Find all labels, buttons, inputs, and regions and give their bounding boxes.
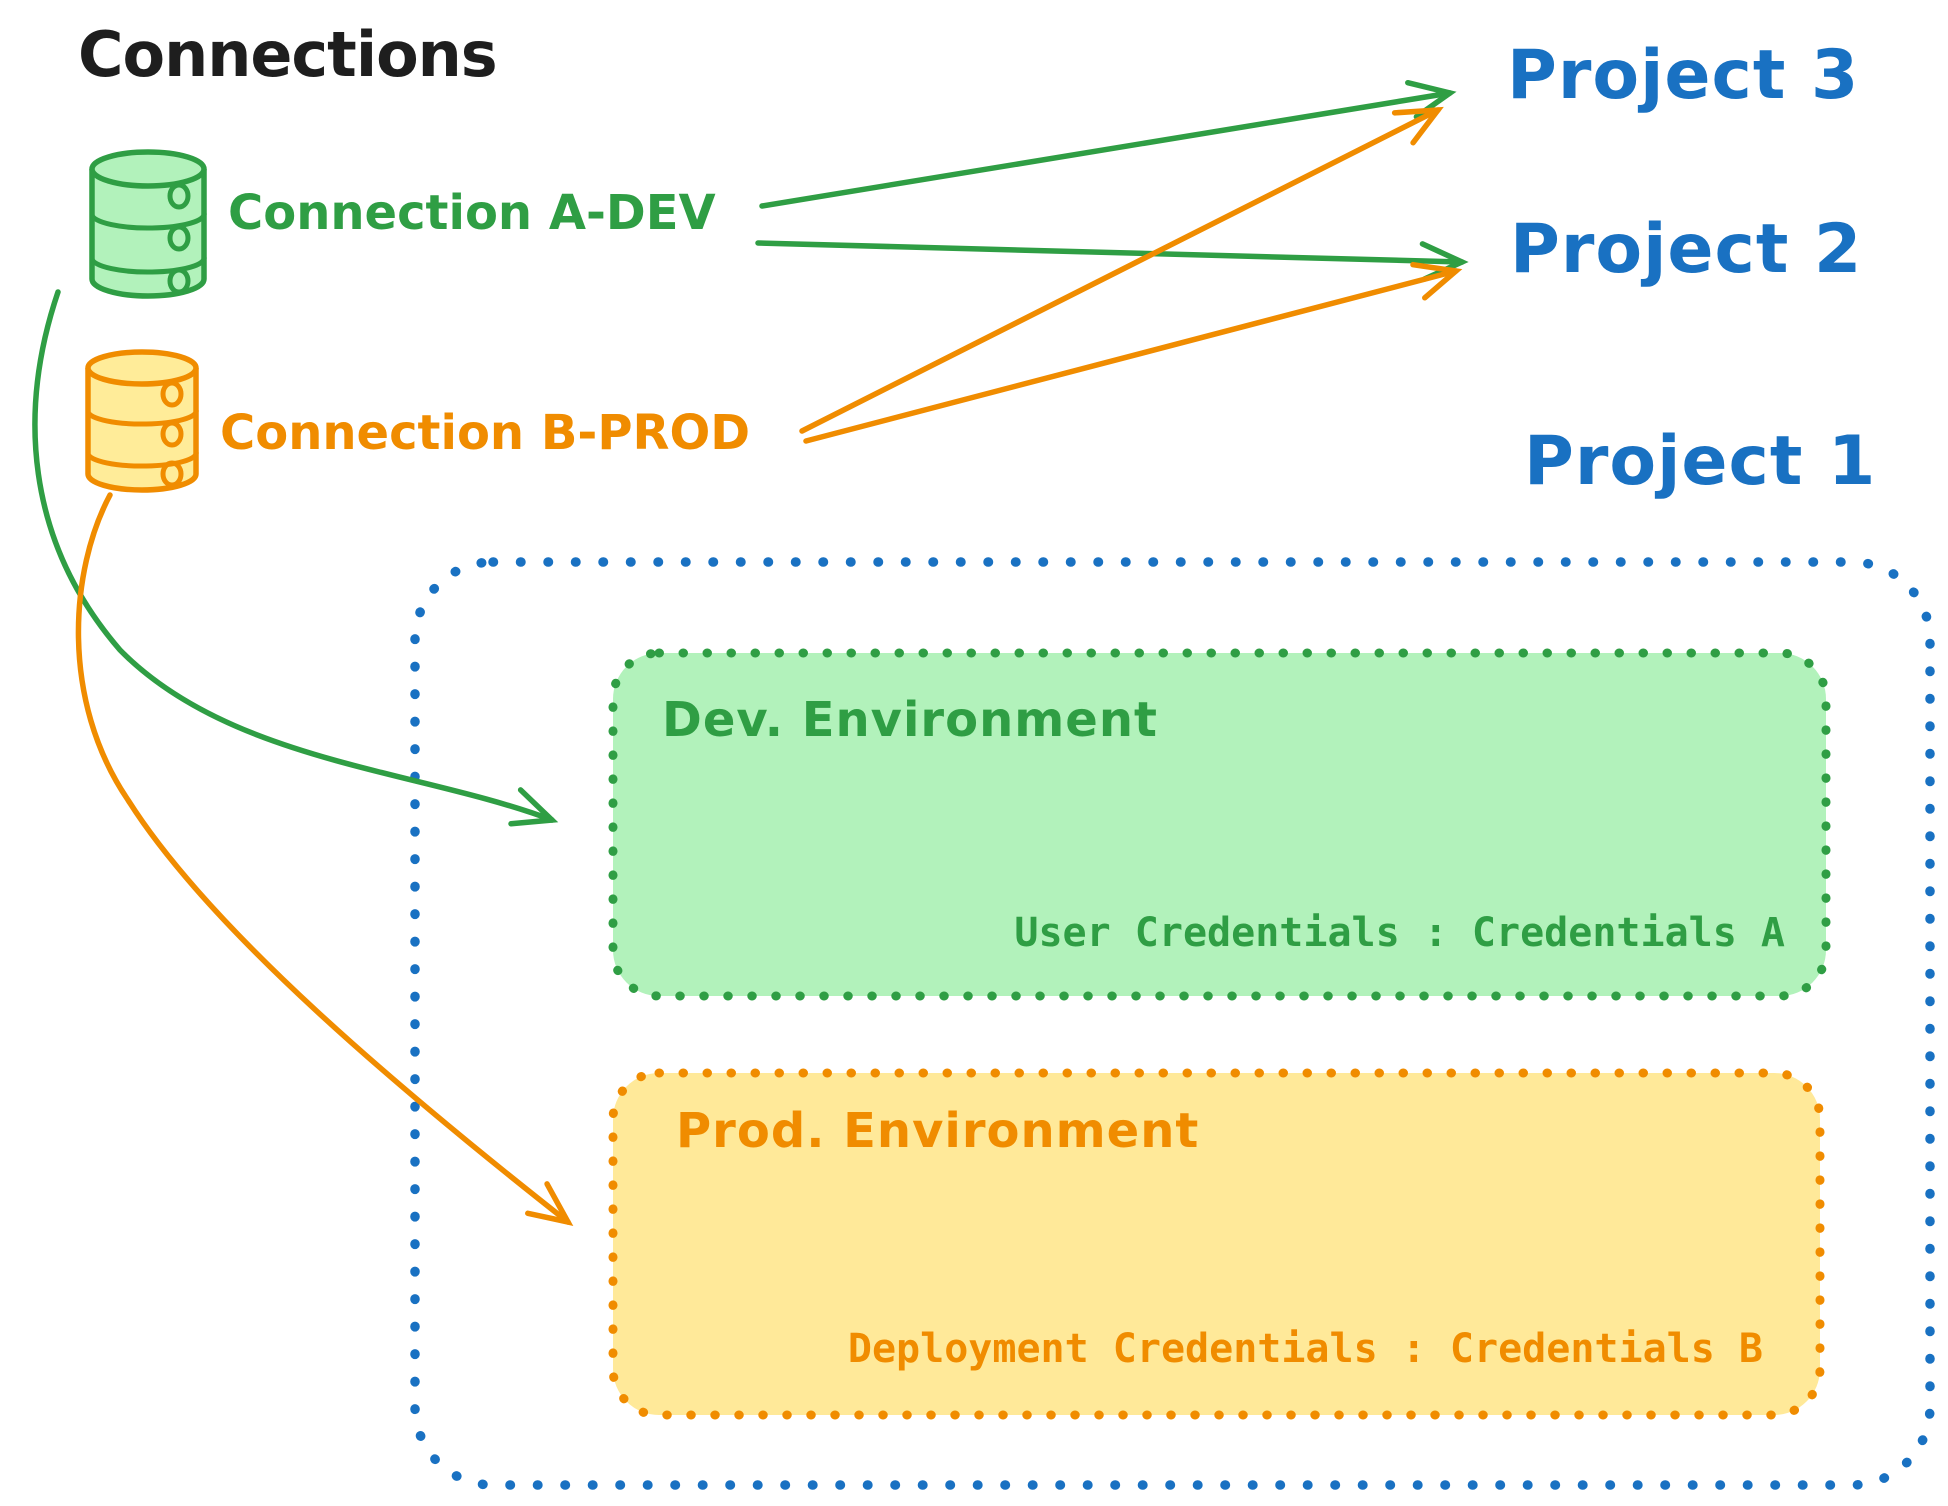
arrow-adev-to-project2 [755, 240, 1469, 282]
arrow-adev-to-project3 [759, 79, 1457, 209]
dev-environment-credentials: User Credentials : Credentials A [1014, 910, 1785, 956]
connection-a-dev-label: Connection A-DEV [228, 185, 716, 241]
project-3-label: Project 3 [1507, 36, 1860, 115]
prod-environment-box [608, 1068, 1825, 1420]
dev-environment-title: Dev. Environment [662, 692, 1158, 748]
prod-environment-title: Prod. Environment [676, 1103, 1200, 1159]
dev-environment-box [608, 648, 1831, 1001]
project-2-label: Project 2 [1510, 210, 1863, 289]
project-1-label: Project 1 [1524, 422, 1877, 501]
database-prod-icon [85, 349, 199, 493]
project1-container-box [410, 557, 1935, 1490]
arrow-bprod-to-project3 [799, 106, 1444, 434]
prod-environment-credentials: Deployment Credentials : Credentials B [847, 1326, 1763, 1372]
arrow-bprod-to-project2 [803, 261, 1463, 444]
arrow-adev-to-dev-environment [32, 289, 559, 827]
diagram-title: Connections [78, 18, 498, 91]
connection-b-prod-label: Connection B-PROD [220, 405, 751, 461]
arrow-bprod-to-prod-environment [75, 492, 574, 1226]
database-dev-icon [89, 149, 207, 299]
